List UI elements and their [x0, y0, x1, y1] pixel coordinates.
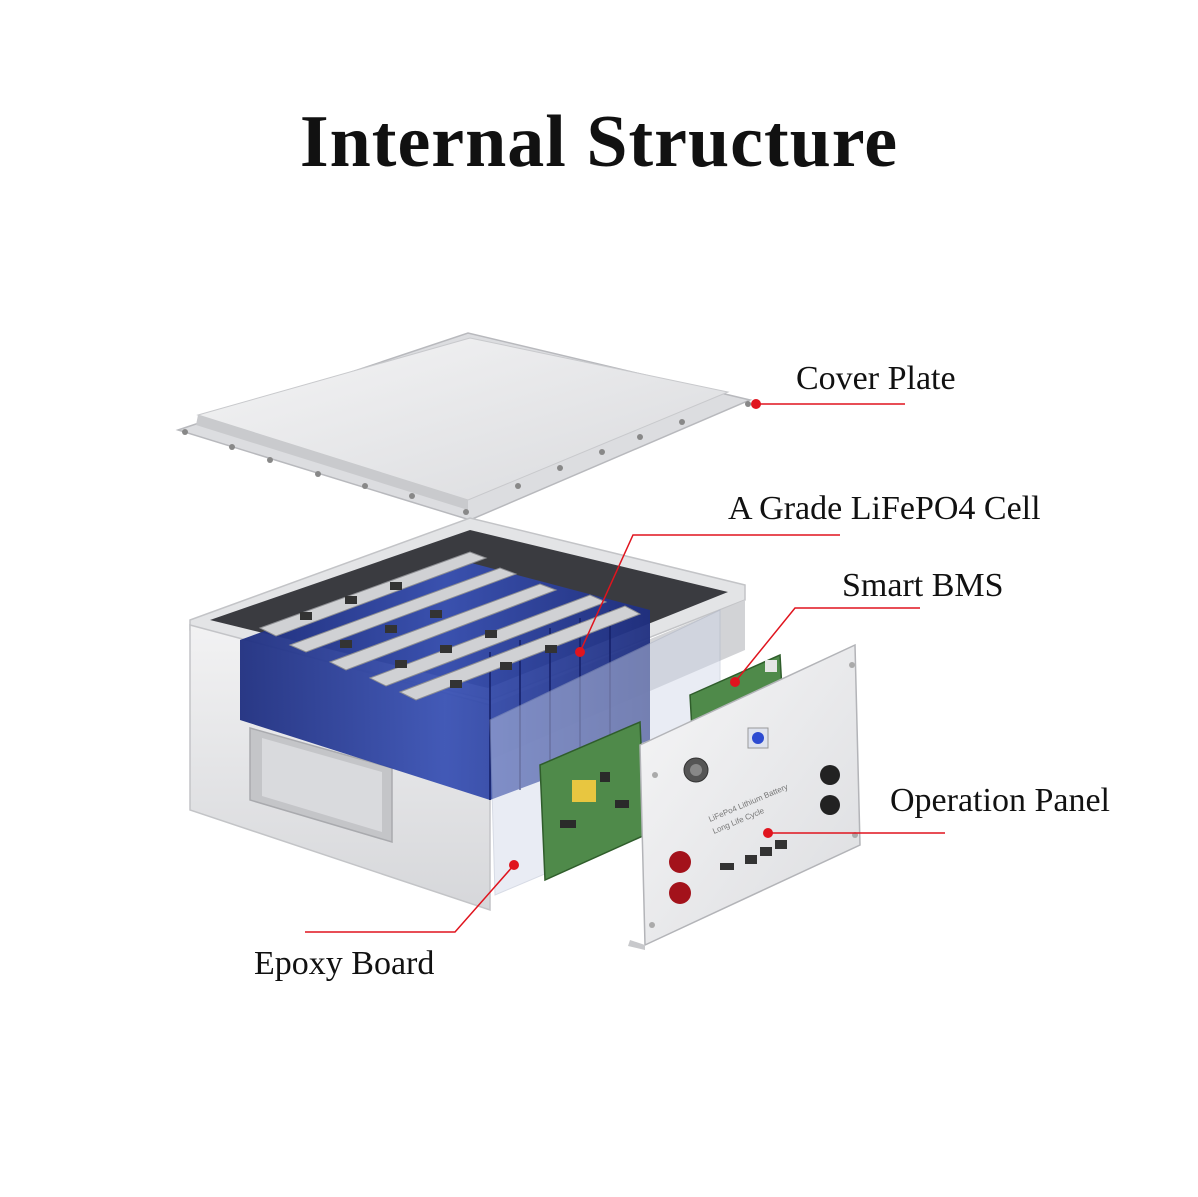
- marker-cell: [575, 647, 585, 657]
- marker-operation-panel: [763, 828, 773, 838]
- marker-bms: [730, 677, 740, 687]
- marker-epoxy-board: [509, 860, 519, 870]
- cover-plate: [175, 332, 753, 521]
- marker-cover-plate: [751, 399, 761, 409]
- callout-line-bms: [734, 607, 920, 683]
- label-cover-plate: Cover Plate: [796, 360, 956, 397]
- main-pcb: [539, 720, 646, 882]
- callout-line-epoxy-board: [305, 864, 515, 933]
- label-bms: Smart BMS: [842, 567, 1004, 604]
- label-operation-panel: Operation Panel: [890, 782, 1110, 819]
- label-epoxy-board: Epoxy Board: [254, 945, 435, 982]
- operation-panel: LiFePo4 Lithium Battery Long Life Cycle: [628, 643, 861, 950]
- lifepo4-cell-pack: [240, 551, 650, 800]
- page-title: Internal Structure: [299, 101, 899, 183]
- label-cell: A Grade LiFePO4 Cell: [728, 490, 1041, 527]
- callout-line-cell: [579, 534, 840, 653]
